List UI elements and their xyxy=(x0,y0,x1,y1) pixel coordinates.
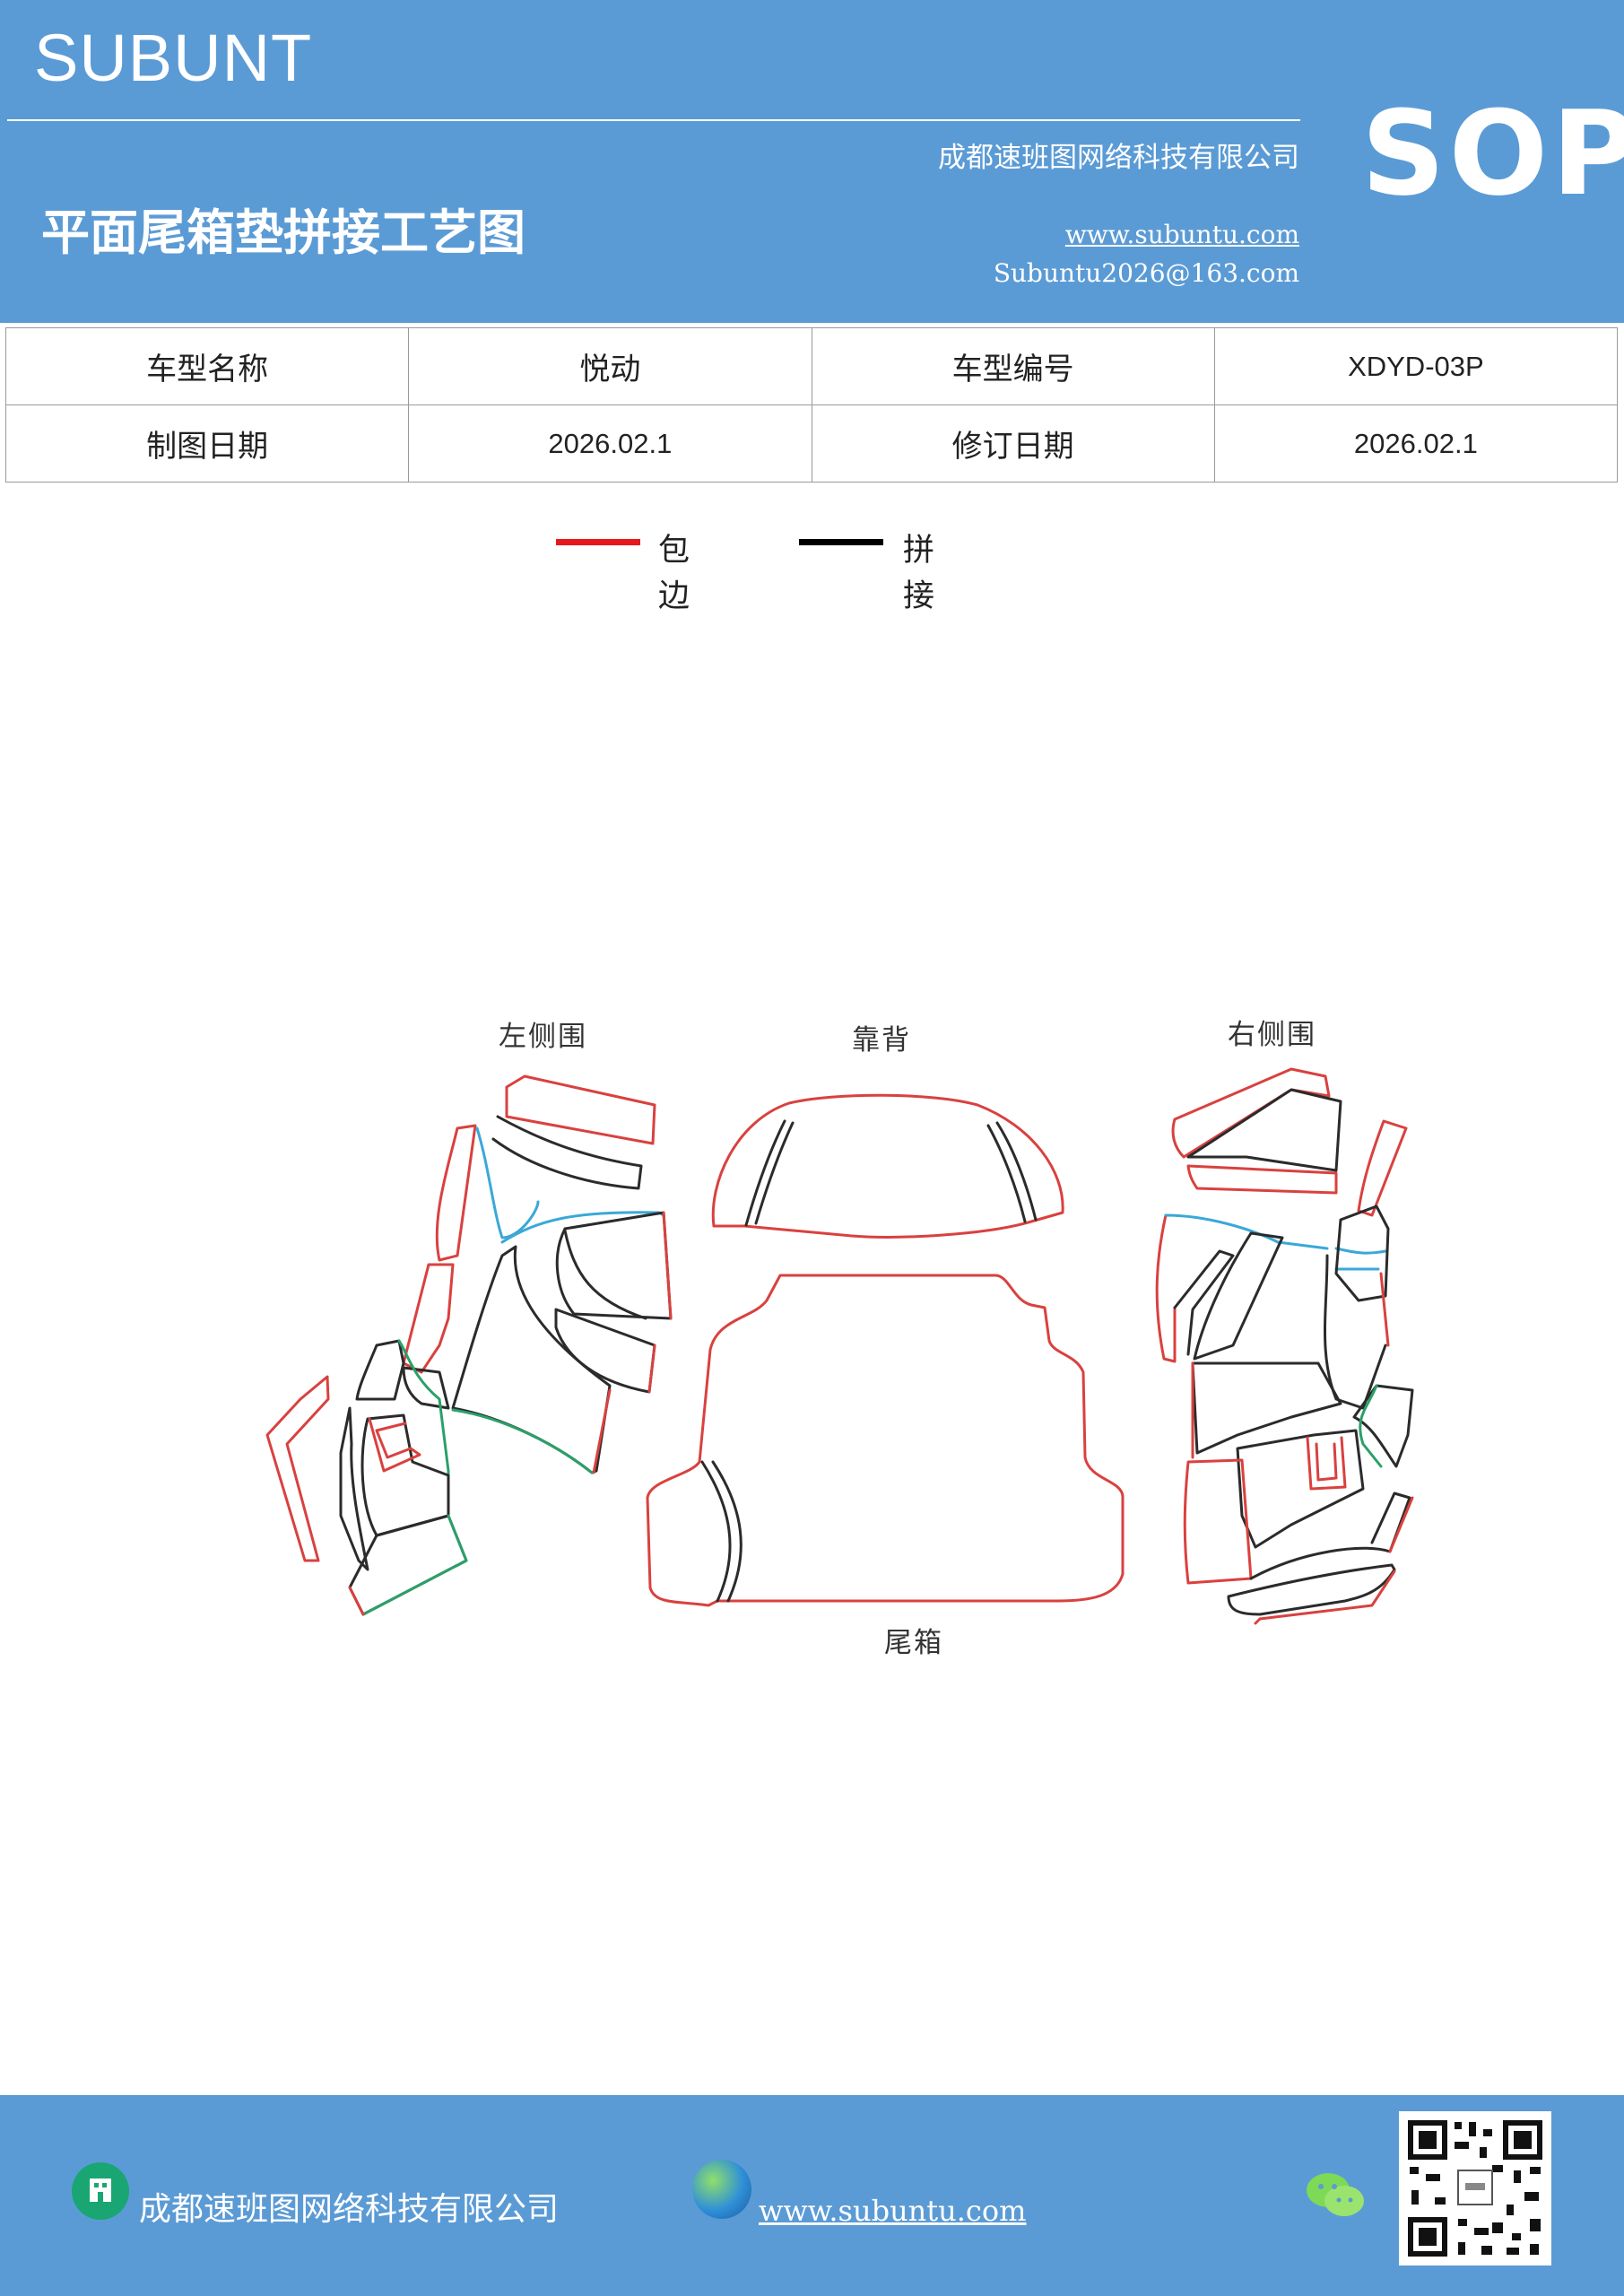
sop-mark: SOP xyxy=(1361,85,1624,222)
header-company: 成都速班图网络科技有限公司 xyxy=(938,142,1299,174)
building-icon xyxy=(72,2162,129,2220)
label-backrest: 靠背 xyxy=(852,1024,911,1057)
footer-company: 成都速班图网络科技有限公司 xyxy=(139,2191,560,2228)
legend-label: 拼接 xyxy=(903,533,935,614)
table-row: 车型名称 悦动 车型编号 XDYD-03P xyxy=(4,327,1619,405)
label-cell: 修订日期 xyxy=(811,404,1215,483)
legend-label: 包边 xyxy=(658,533,690,614)
globe-icon xyxy=(692,2160,751,2219)
left-side-piece xyxy=(265,1074,673,1616)
label-right-side: 右侧围 xyxy=(1228,1019,1316,1051)
label-cell: 车型名称 xyxy=(4,327,410,405)
label-cell: 车型编号 xyxy=(811,327,1215,405)
backrest-piece xyxy=(711,1093,1064,1239)
document-title: 平面尾箱垫拼接工艺图 xyxy=(41,204,525,261)
legend-swatch-black xyxy=(799,539,883,545)
header-email[interactable]: Subuntu2026@163.com xyxy=(993,258,1299,288)
header-website-link[interactable]: www.subuntu.com xyxy=(1064,220,1299,249)
brand-name: SUBUNT xyxy=(34,21,313,95)
footer-banner: 成都速班图网络科技有限公司 www.subuntu.com xyxy=(0,2095,1624,2296)
trunk-floor-piece xyxy=(646,1274,1125,1607)
value-cell: 2026.02.1 xyxy=(1213,404,1619,483)
qr-code[interactable] xyxy=(1399,2111,1551,2266)
table-row: 制图日期 2026.02.1 修订日期 2026.02.1 xyxy=(4,404,1619,483)
vehicle-info-table: 车型名称 悦动 车型编号 XDYD-03P 制图日期 2026.02.1 修订日… xyxy=(4,327,1619,483)
legend-swatch-red xyxy=(556,539,640,545)
value-cell: XDYD-03P xyxy=(1213,327,1619,405)
wechat-icon[interactable] xyxy=(1305,2170,1366,2221)
header-banner: SUBUNT SOP 成都速班图网络科技有限公司 平面尾箱垫拼接工艺图 www.… xyxy=(0,0,1624,323)
label-cell: 制图日期 xyxy=(4,404,410,483)
value-cell: 2026.02.1 xyxy=(408,404,812,483)
label-left-side: 左侧围 xyxy=(499,1021,587,1053)
right-side-piece xyxy=(1155,1067,1414,1625)
footer-website-link[interactable]: www.subuntu.com xyxy=(759,2194,1027,2228)
value-cell: 悦动 xyxy=(408,327,812,405)
label-trunk: 尾箱 xyxy=(884,1627,943,1659)
header-divider xyxy=(7,119,1300,121)
